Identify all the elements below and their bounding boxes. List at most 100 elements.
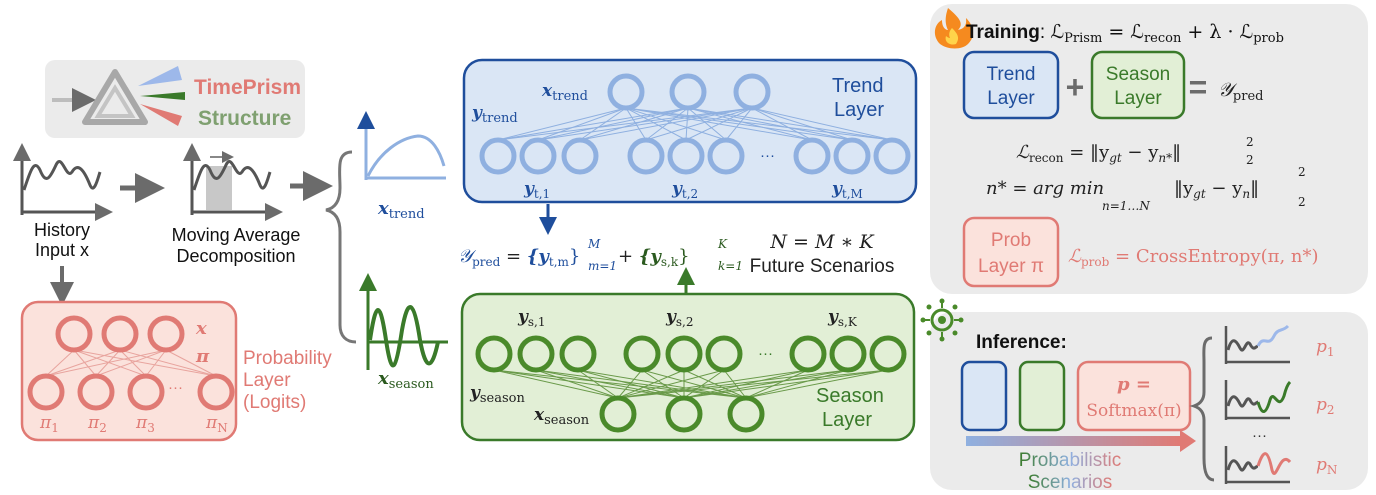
season-output-label: ys,2: [665, 307, 694, 329]
scenario-prob-label: p2: [1316, 395, 1335, 417]
trend-output-node: [707, 137, 745, 175]
scenario-plot-1: [1224, 324, 1290, 364]
network-edge: [73, 349, 147, 377]
training-equals: =: [1189, 69, 1208, 105]
trend-output-node: [873, 137, 911, 175]
network-edge: [745, 369, 889, 399]
svg-text:k=1: k=1: [718, 259, 743, 273]
svg-text:𝒴pred = {yt,m}: 𝒴pred = {yt,m}: [458, 246, 580, 269]
season-title-1: Season: [816, 385, 884, 407]
season-output-node: [623, 335, 661, 373]
network-edge: [617, 369, 643, 399]
network-edge: [685, 107, 753, 141]
network-edge: [577, 369, 619, 399]
network-edge: [45, 349, 167, 377]
network-edge: [745, 369, 809, 399]
network-edge: [645, 107, 753, 141]
scenario-plot-2: [1224, 380, 1292, 420]
network-edge: [617, 369, 889, 399]
training-season-box-1: Season: [1106, 64, 1170, 85]
nstar-under: n=1…N: [1102, 199, 1150, 213]
recon-norm-2: 2: [1246, 153, 1254, 167]
prob-input-node: [55, 315, 93, 353]
training-plus: +: [1066, 69, 1085, 105]
nstar-norm-2: 2: [1298, 195, 1306, 209]
network-edge: [687, 107, 727, 141]
ma-label-2: Decomposition: [176, 246, 295, 266]
season-x-label: xseason: [533, 405, 590, 428]
network-edge: [95, 349, 167, 377]
network-edge: [617, 369, 809, 399]
trend-ellipsis: ···: [760, 147, 775, 164]
season-output-label: ys,K: [827, 307, 858, 329]
prob-scenarios-1: Probabilistic: [1019, 450, 1121, 471]
training-prob-box-2: Layer π: [978, 256, 1044, 277]
trend-output-node: [519, 137, 557, 175]
network-edge: [625, 107, 727, 141]
logo-line-2: Structure: [198, 107, 291, 130]
network-edge: [625, 107, 687, 141]
trend-input-node: [733, 73, 771, 111]
network-edge: [745, 369, 849, 399]
season-output-node: [705, 335, 743, 373]
network-edge: [579, 107, 753, 141]
prob-loss-equation: ℒprob = CrossEntropy(π, n*): [1068, 246, 1319, 269]
network-edge: [685, 107, 689, 141]
network-edge: [617, 369, 685, 399]
inference-season-box: [1018, 360, 1066, 432]
season-input-node: [665, 395, 703, 433]
svg-text:M: M: [587, 237, 601, 251]
network-edge: [45, 349, 75, 377]
trend-input-node: [669, 73, 707, 111]
network-edge: [537, 107, 753, 141]
network-edge: [751, 107, 893, 141]
network-edge: [73, 349, 217, 377]
training-title: Training: ℒPrism = ℒrecon + λ · ℒprob: [966, 21, 1284, 46]
moving-average-plot: [183, 143, 283, 221]
network-edge: [625, 107, 647, 141]
training-season-box-2: Layer: [1114, 88, 1162, 109]
training-trend-box-1: Trend: [987, 64, 1036, 85]
network-edge: [537, 107, 627, 141]
inference-title: Inference:: [976, 332, 1067, 353]
trend-mini-plot: [357, 111, 446, 180]
network-edge: [617, 369, 725, 399]
season-output-node: [789, 335, 827, 373]
prob-output-node: [197, 373, 235, 411]
p-equation-1: p =: [1117, 374, 1151, 395]
trend-output-node: [793, 137, 831, 175]
trend-output-label: yt,M: [831, 179, 863, 201]
season-input-node: [599, 395, 637, 433]
season-y-label: yseason: [469, 383, 526, 406]
network-edge: [683, 369, 725, 399]
ma-label-1: Moving Average: [172, 225, 301, 245]
network-edge: [165, 349, 217, 377]
network-edge: [751, 107, 853, 141]
inference-trend-box: [960, 360, 1008, 432]
prob-x-label: x: [195, 318, 207, 339]
season-ellipsis: ···: [758, 345, 773, 362]
season-output-label: ys,1: [517, 307, 546, 329]
inference-prob-box: [1076, 360, 1192, 432]
prob-input-node: [101, 315, 139, 353]
network-edge: [641, 369, 685, 399]
network-edge: [683, 369, 889, 399]
network-edge: [493, 369, 619, 399]
prob-ellipsis: ···: [168, 379, 183, 396]
trend-output-label: yt,2: [671, 179, 698, 201]
inference-brace: [1189, 336, 1215, 482]
network-icon: [920, 298, 964, 342]
season-mini-plot: [359, 273, 448, 370]
recon-equation: ℒrecon = ‖ygt − yn*‖: [1016, 142, 1181, 165]
x-season-label: xseason: [377, 368, 434, 392]
decomposition-brace: [325, 150, 357, 344]
nstar-square: 2: [1298, 165, 1306, 179]
network-edge: [683, 369, 809, 399]
network-edge: [119, 349, 217, 377]
prob-pi-label: π: [195, 346, 210, 367]
network-edge: [145, 349, 167, 377]
trend-output-node: [561, 137, 599, 175]
